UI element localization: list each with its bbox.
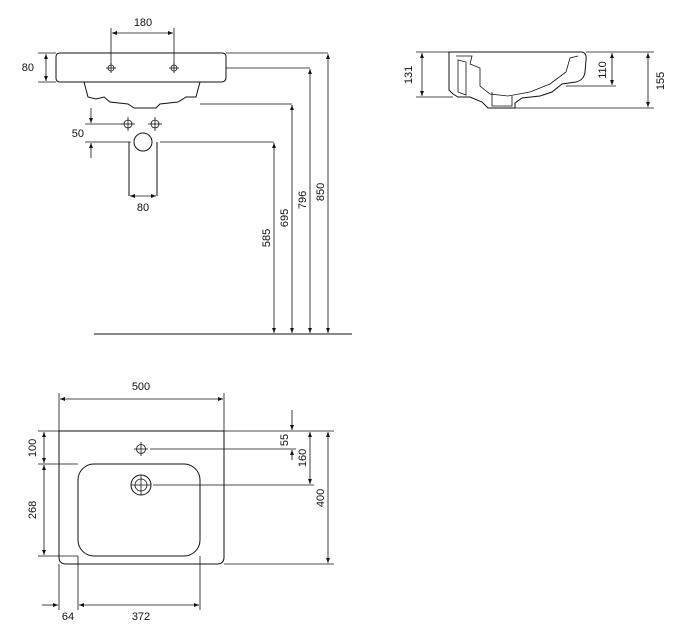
dim-rim-height: 80 [22,62,34,74]
basin-side-inner [456,55,579,97]
dim-tap-spacing: 180 [134,17,152,29]
dim-depth-131: 131 [403,66,415,84]
dim-basin-depth: 268 [27,501,39,519]
top-view: 500 100 268 55 160 400 64 372 [27,381,334,623]
basin-side-outline [448,51,587,109]
dim-height-695: 695 [279,209,291,227]
basin-front-outline [55,52,227,83]
dim-depth-110: 110 [597,61,609,79]
dim-waste-spacing: 80 [137,202,149,214]
waste-pipe [128,132,158,196]
dim-waste-offset: 160 [297,449,309,467]
side-view: 131 110 155 [403,51,667,109]
dim-height-796: 796 [297,191,309,209]
basin-top-bowl [77,463,201,557]
dim-valve-offset: 50 [72,128,84,140]
tap-hole-top-icon [134,442,148,456]
dim-width-500: 500 [132,381,150,393]
dim-left-offset: 64 [62,611,74,623]
dim-tap-offset: 55 [279,434,291,446]
valve-right-icon [148,117,162,131]
dim-depth-155: 155 [655,72,667,90]
waste-top-icon [130,474,152,496]
dim-total-depth: 400 [315,489,327,507]
front-view: 180 80 50 80 [22,17,352,335]
dim-back-margin: 100 [27,439,39,457]
dim-basin-width: 372 [132,611,150,623]
basin-top-outline [58,430,225,565]
dim-height-850: 850 [315,183,327,201]
dim-height-585: 585 [261,229,273,247]
basin-front-bowl [83,81,201,109]
valve-left-icon [121,117,135,131]
tap-hole-left-icon [106,63,116,73]
tap-hole-right-icon [169,63,179,73]
